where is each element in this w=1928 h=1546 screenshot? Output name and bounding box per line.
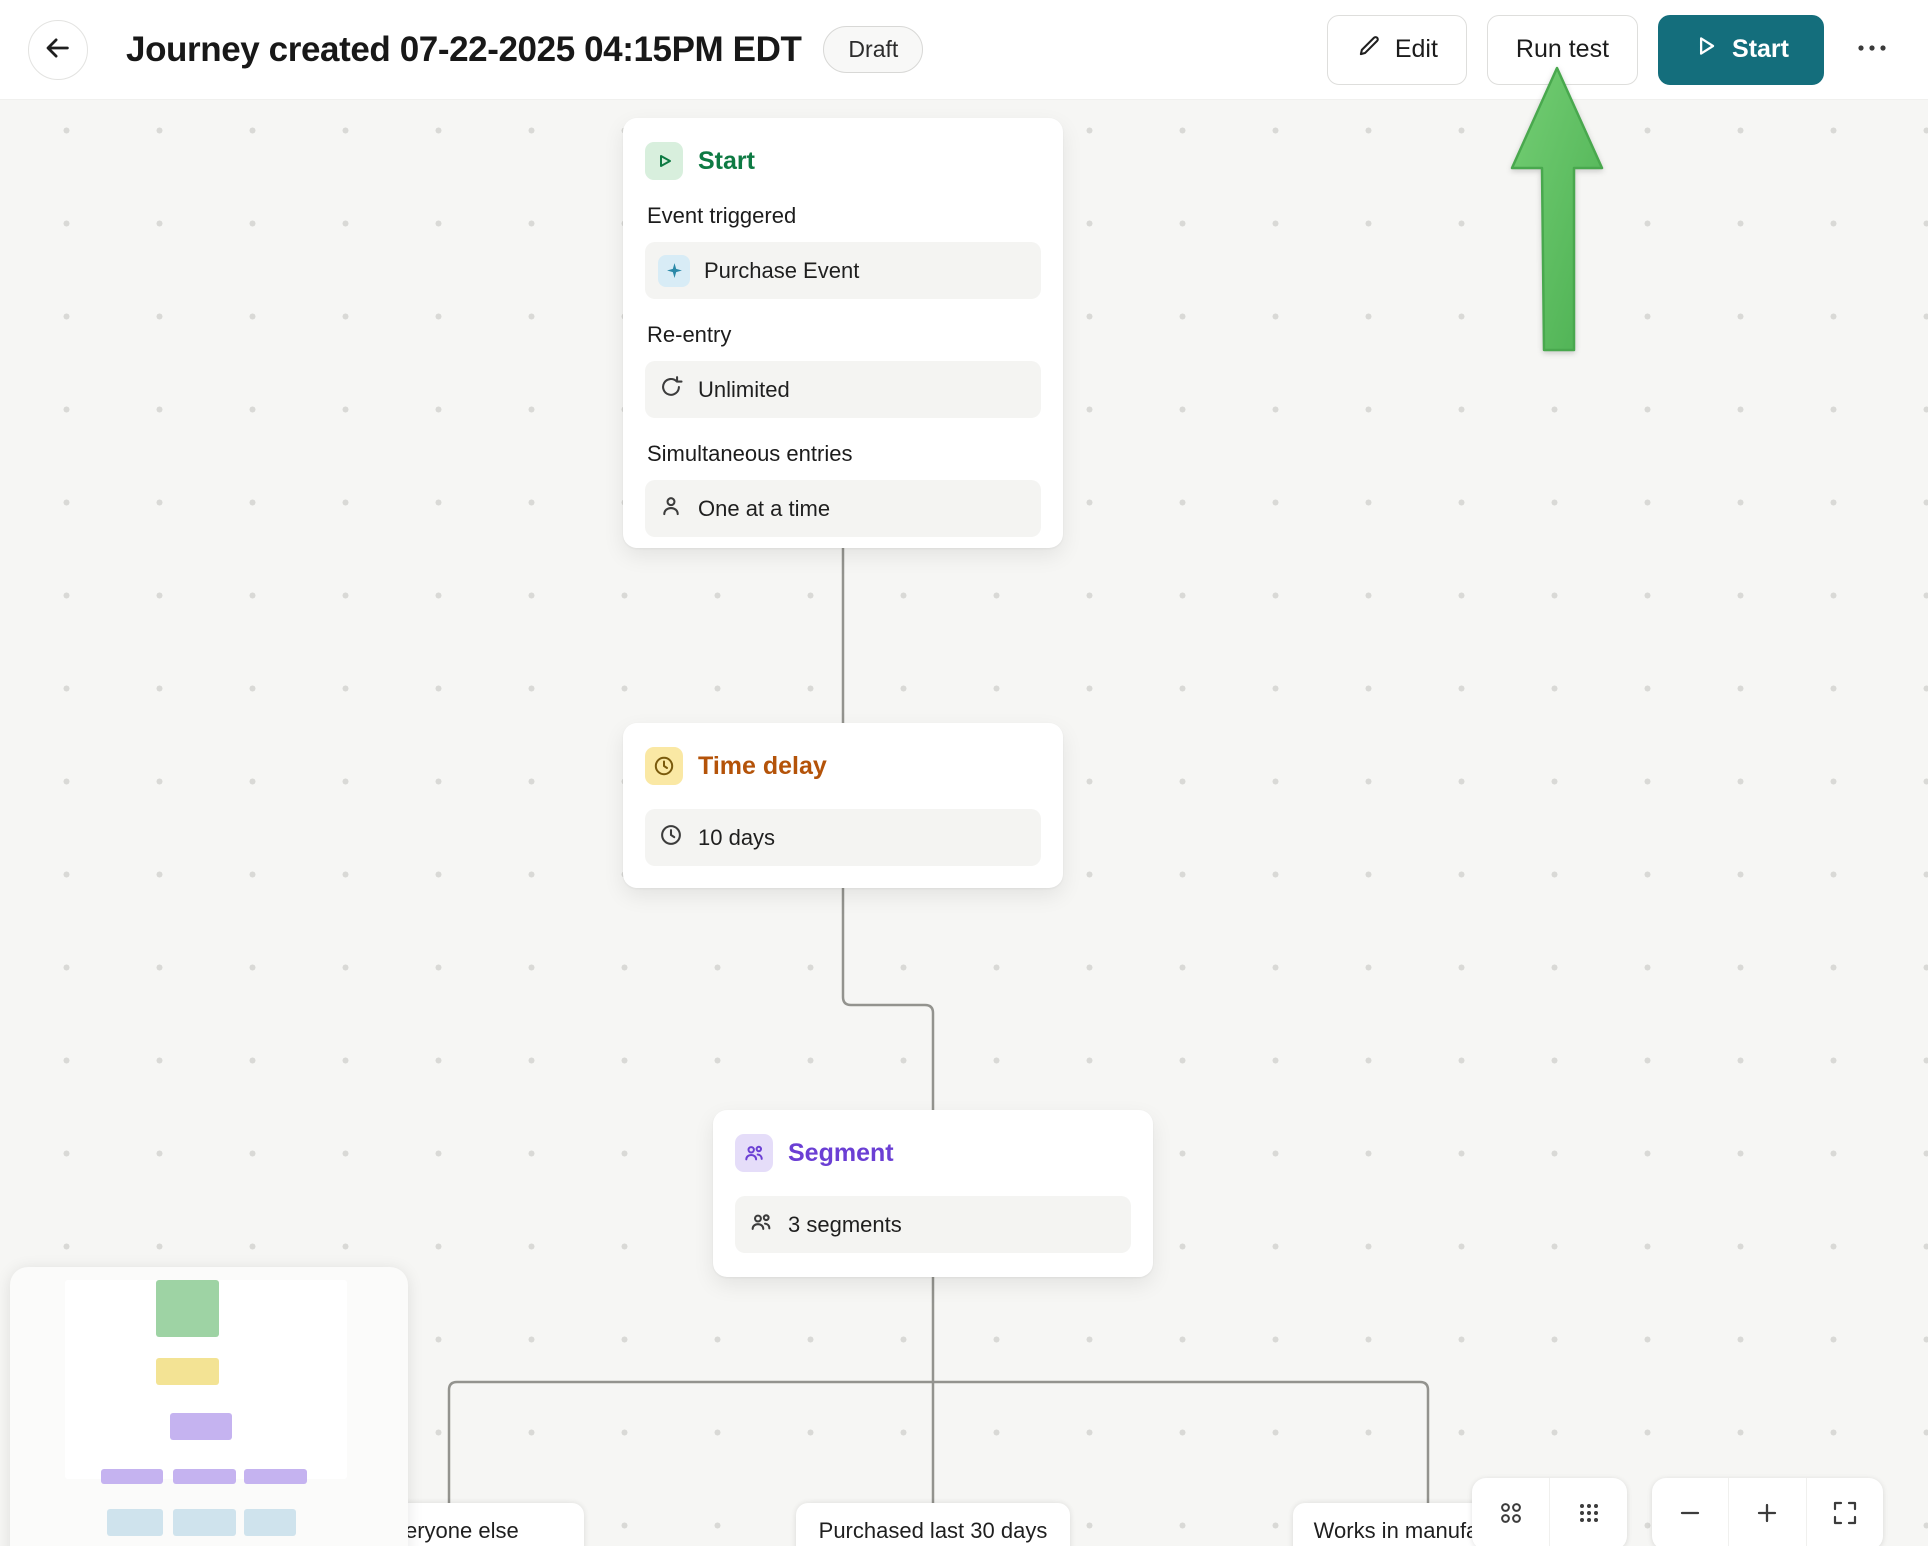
clock-icon [658,822,684,854]
single-person-icon [658,493,684,525]
zoom-in-icon [1752,1498,1782,1531]
people-icon [735,1134,773,1172]
minimap-branch-node [244,1469,307,1484]
play-icon [1693,33,1719,66]
dot-grid-view-button[interactable] [1549,1478,1627,1546]
edit-button[interactable]: Edit [1326,14,1467,85]
connector-lines [447,548,1430,1503]
minimap-branch-node [101,1469,163,1484]
run-test-button[interactable]: Run test [1486,14,1639,85]
edit-button-label: Edit [1394,35,1438,63]
header: Journey created 07-22-2025 04:15PM EDT D… [0,0,1928,100]
header-actions: Edit Run test Start [1326,14,1900,85]
re-entry-chip: Unlimited [645,361,1041,418]
simultaneous-entries-chip: One at a time [645,480,1041,537]
sparkle-icon [658,254,690,287]
people-icon [748,1209,774,1241]
simultaneous-entries-label: Simultaneous entries [647,441,853,466]
more-options-button[interactable] [1844,22,1900,78]
fullscreen-button[interactable] [1805,1478,1883,1546]
minimap-delay-node [156,1358,219,1385]
segment-node-header: Segment [735,1134,1131,1172]
purchase-event-value: Purchase Event [704,257,860,283]
minimap[interactable] [10,1267,408,1546]
minimap-leaf-node [107,1509,163,1536]
start-button-label: Start [1732,35,1789,63]
delay-duration-value: 10 days [698,824,776,850]
start-play-icon [645,142,683,180]
re-entry-value: Unlimited [698,376,790,402]
minimap-start-node [156,1280,219,1337]
time-delay-node-title: Time delay [698,751,827,780]
re-entry-label: Re-entry [647,322,732,347]
zoom-out-icon [1675,1498,1705,1531]
minimap-branch-node [173,1469,236,1484]
zoom-controls [1652,1478,1883,1546]
zoom-out-button[interactable] [1652,1478,1728,1546]
loop-icon [658,374,684,406]
back-button[interactable] [28,19,88,80]
zoom-in-button[interactable] [1728,1478,1805,1546]
run-test-button-label: Run test [1515,35,1610,63]
simultaneous-entries-value: One at a time [698,495,831,521]
journey-canvas[interactable]: Start Event triggered Purchase Event Re-… [0,100,1928,1546]
start-node-title: Start [698,146,755,175]
node-view-button[interactable] [1472,1478,1549,1546]
purchase-event-chip: Purchase Event [645,242,1041,299]
segments-count-value: 3 segments [788,1211,902,1237]
minimap-leaf-node [244,1509,296,1536]
page-title: Journey created 07-22-2025 04:15PM EDT [126,29,802,69]
start-journey-button[interactable]: Start [1658,14,1824,85]
segment-node-card[interactable]: Segment 3 segments [713,1110,1153,1277]
dot-grid-icon [1574,1498,1604,1531]
status-badge: Draft [823,26,924,73]
time-delay-node-header: Time delay [645,747,1041,785]
start-node-card[interactable]: Start Event triggered Purchase Event Re-… [623,118,1063,548]
minimap-leaf-node [173,1509,236,1536]
segment-node-title: Segment [788,1138,894,1167]
fullscreen-icon [1830,1498,1860,1531]
delay-duration-chip: 10 days [645,809,1041,866]
node-view-icon [1496,1498,1526,1531]
segments-count-chip: 3 segments [735,1196,1131,1253]
ellipsis-icon [1853,29,1891,70]
minimap-segment-node [170,1413,232,1440]
arrow-left-icon [43,33,73,66]
view-mode-controls [1472,1478,1627,1546]
start-node-header: Start [645,142,1041,180]
clock-icon [645,747,683,785]
branch-card-purchased-last-30-days[interactable]: Purchased last 30 days [796,1503,1070,1546]
event-triggered-label: Event triggered [647,203,797,228]
pencil-icon [1356,33,1382,66]
time-delay-node-card[interactable]: Time delay 10 days [623,723,1063,888]
branch-purchased-label: Purchased last 30 days [818,1518,1048,1543]
